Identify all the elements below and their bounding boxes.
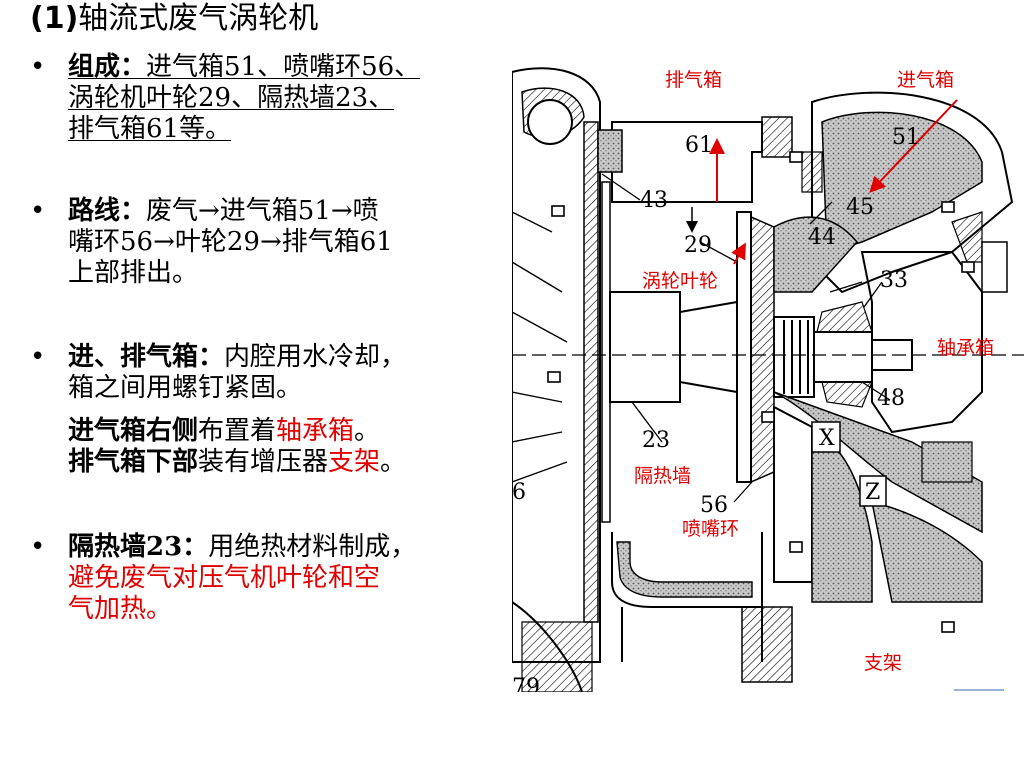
flange-plate — [583, 121, 611, 623]
part-51: 51 — [892, 125, 920, 150]
part-48: 48 — [877, 386, 905, 411]
part-x: X — [819, 426, 835, 451]
composition-line3: 排气箱61等。 — [68, 114, 232, 144]
bullet-dot: • — [30, 342, 46, 372]
composition-head: 组成： — [68, 52, 147, 82]
flow-arrows — [686, 99, 958, 265]
leader-lines — [601, 173, 891, 503]
part-45: 45 — [846, 195, 874, 220]
bullet-dot: • — [30, 532, 46, 562]
bullet-dot: • — [30, 52, 46, 82]
wall-line3: 气加热。 — [68, 594, 173, 624]
boxes-line2: 箱之间用螺钉紧固。 — [68, 373, 303, 403]
boxes-sub2-red: 支架 — [328, 447, 381, 477]
title-text: 轴流式废气涡轮机 — [78, 1, 319, 36]
bullet-composition: • 组成：进气箱51、喷嘴环56、 涡轮机叶轮29、隔热墙23、 排气箱61等。 — [30, 52, 548, 145]
bullet-route: • 路线：废气→进气箱51→喷 嘴环56→叶轮29→排气箱61 上部排出。 — [30, 196, 548, 289]
bullet-boxes: • 进、排气箱：内腔用水冷却， 箱之间用螺钉紧固。 进气箱右侧布置着轴承箱。 排… — [30, 342, 548, 478]
part-33: 33 — [880, 268, 908, 293]
slide-title: (1)轴流式废气涡轮机 — [30, 0, 318, 38]
part-6: 6 — [512, 480, 526, 505]
part-43: 43 — [640, 188, 668, 213]
exhaust-box-lower — [611, 532, 793, 683]
composition-line1: 进气箱51、喷嘴环56、 — [146, 52, 421, 82]
part-44: 44 — [808, 225, 836, 250]
boxes-head: 进、排气箱： — [68, 342, 225, 372]
label-nozzle-ring: 喷嘴环 — [682, 518, 739, 540]
label-bracket: 支架 — [864, 652, 902, 674]
part-23: 23 — [642, 428, 670, 453]
route-line1: 废气→进气箱51→喷 — [146, 196, 379, 226]
label-exhaust-box: 排气箱 — [665, 69, 722, 91]
wall-line1: 用绝热材料制成， — [208, 532, 417, 562]
boxes-sub2-mid: 装有增压器 — [198, 447, 329, 477]
part-61: 61 — [685, 133, 713, 158]
compressor-volute — [512, 67, 601, 692]
part-56: 56 — [700, 493, 728, 518]
bullet-dot: • — [30, 196, 46, 226]
route-head: 路线： — [68, 196, 147, 226]
composition-line2: 涡轮机叶轮29、隔热墙23、 — [68, 83, 395, 113]
label-intake-box: 进气箱 — [897, 69, 954, 91]
label-heat-wall: 隔热墙 — [634, 465, 691, 487]
wall-line2: 避免废气对压气机叶轮和空 — [68, 563, 381, 593]
label-turbine-wheel: 涡轮叶轮 — [642, 270, 718, 292]
title-prefix: (1) — [30, 1, 79, 36]
exhaust-casing — [597, 116, 793, 203]
rotor-shaft — [512, 211, 1024, 484]
boxes-sub1-bold: 进气箱右侧 — [68, 416, 199, 446]
boxes-sub2-end: 。 — [380, 447, 407, 477]
route-line2: 嘴环56→叶轮29→排气箱61 — [68, 227, 393, 257]
bullet-heat-wall: • 隔热墙23：用绝热材料制成， 避免废气对压气机叶轮和空 气加热。 — [30, 532, 548, 625]
part-79: 79 — [512, 675, 540, 692]
part-29: 29 — [684, 233, 712, 258]
wall-head: 隔热墙23： — [68, 532, 209, 562]
part-z: Z — [865, 480, 880, 505]
label-bearing-box: 轴承箱 — [937, 337, 994, 359]
boxes-sub1-mid: 布置着 — [198, 416, 277, 446]
boxes-sub2-bold: 排气箱下部 — [68, 447, 199, 477]
route-line3: 上部排出。 — [68, 258, 199, 288]
boxes-line1: 内腔用水冷却， — [224, 342, 407, 372]
boxes-sub1-end: 。 — [354, 416, 381, 446]
intake-casing — [773, 91, 1014, 603]
turbine-cross-section-diagram: 排气箱 进气箱 涡轮叶轮 轴承箱 隔热墙 喷嘴环 支架 61 51 43 45 … — [512, 67, 1024, 692]
bolts — [547, 151, 975, 633]
boxes-sub1-red: 轴承箱 — [276, 416, 355, 446]
